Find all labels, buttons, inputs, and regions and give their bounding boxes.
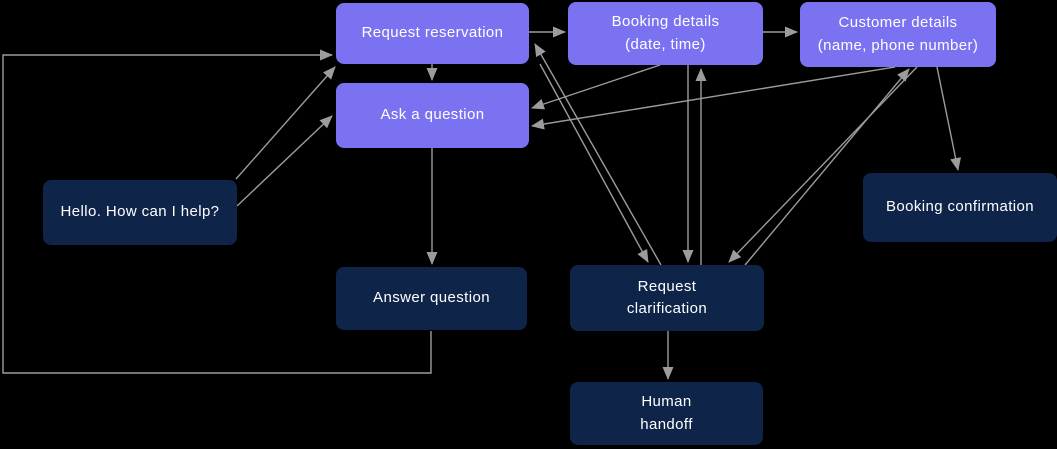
- node-customer-details-label: Customer details: [838, 14, 958, 31]
- node-hello-label: Hello. How can I help?: [60, 203, 220, 221]
- node-customer-details: Customer details (name, phone number): [800, 2, 996, 67]
- node-request-clarification-label: Request: [637, 277, 697, 295]
- node-booking-details-label: (date, time): [625, 35, 706, 53]
- edge-customer-details-to-request-clarification: [728, 66, 918, 263]
- node-booking-details: Booking details (date, time): [568, 2, 763, 65]
- node-request-reservation: Request reservation: [336, 3, 529, 64]
- node-human-handoff-label: handoff: [640, 415, 693, 433]
- node-request-reservation-label: Request reservation: [361, 24, 504, 42]
- edge-customer-details-to-booking-confirmation: [936, 66, 961, 171]
- node-request-clarification-label: clarification: [626, 300, 708, 317]
- node-ask-a-question: Ask a question: [336, 83, 529, 148]
- node-answer-question-label: Answer question: [373, 289, 490, 307]
- node-customer-details-label: (name, phone number): [817, 36, 979, 54]
- node-booking-confirmation-label: Booking confirmation: [885, 198, 1035, 216]
- node-human-handoff-label: Human: [641, 393, 692, 410]
- node-ask-a-question-label: Ask a question: [380, 106, 485, 124]
- node-hello: Hello. How can I help?: [43, 180, 237, 245]
- edge-hello-to-ask-a-question: [236, 115, 333, 207]
- edge-hello-to-request-reservation: [235, 66, 336, 180]
- node-answer-question: Answer question: [336, 267, 527, 330]
- edge-request-reservation-to-request-clarification: [539, 63, 649, 263]
- node-booking-confirmation: Booking confirmation: [863, 173, 1057, 242]
- node-booking-details-label: Booking details: [611, 13, 720, 30]
- edge-request-clarification-to-customer-details: [744, 68, 910, 266]
- edge-booking-details-to-ask-a-question: [531, 64, 661, 110]
- edge-customer-details-to-ask-a-question: [531, 66, 896, 130]
- edge-answer-question-to-request-reservation: [2, 49, 432, 374]
- node-human-handoff: Human handoff: [570, 382, 763, 445]
- node-request-clarification: Request clarification: [570, 265, 764, 331]
- edge-request-clarification-to-request-reservation: [534, 43, 662, 266]
